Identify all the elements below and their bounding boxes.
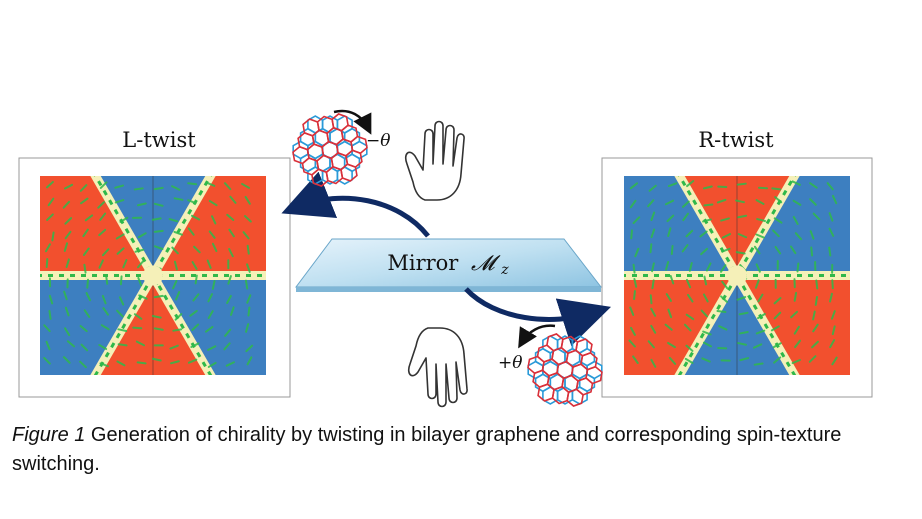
- graphene-bilayer-icon: [527, 333, 603, 407]
- graphene-bilayer-icon: [292, 113, 368, 187]
- red-domain: [737, 275, 850, 375]
- twist-arrow-icon: [518, 324, 556, 349]
- spin-arrows: [43, 180, 254, 369]
- right-hand-icon: [407, 327, 468, 408]
- right-panel-title: R-twist: [698, 128, 774, 152]
- svg-text:Mirror 𝓜 z: Mirror 𝓜 z: [387, 251, 509, 278]
- twist-arrow-icon: [333, 109, 372, 135]
- red-domain: [153, 176, 266, 276]
- figure-caption: Figure 1 Generation of chirality by twis…: [12, 421, 912, 479]
- minus-theta-label: −θ: [366, 131, 390, 151]
- figure-label: Figure 1: [12, 424, 86, 446]
- red-domain: [40, 176, 153, 276]
- curved-arrow-to-right: [464, 287, 612, 347]
- curved-arrow-to-left: [281, 171, 430, 238]
- mirror-subscript: z: [500, 262, 509, 278]
- mirror-plane: Mirror 𝓜 z: [295, 238, 603, 292]
- left-hand-icon: [404, 120, 465, 201]
- mirror-symbol: 𝓜: [471, 251, 501, 275]
- caption-text: Generation of chirality by twisting in b…: [12, 424, 842, 475]
- left-spin-texture-panel: [18, 157, 291, 398]
- spin-arrows: [628, 180, 838, 368]
- right-spin-texture-panel: [601, 157, 873, 398]
- plus-theta-label: +θ: [498, 353, 522, 373]
- blue-domain: [737, 176, 850, 276]
- red-domain: [624, 275, 737, 375]
- mirror-label: Mirror: [387, 251, 459, 275]
- blue-domain: [40, 275, 153, 375]
- blue-domain: [153, 275, 266, 375]
- left-panel-title: L-twist: [122, 128, 196, 152]
